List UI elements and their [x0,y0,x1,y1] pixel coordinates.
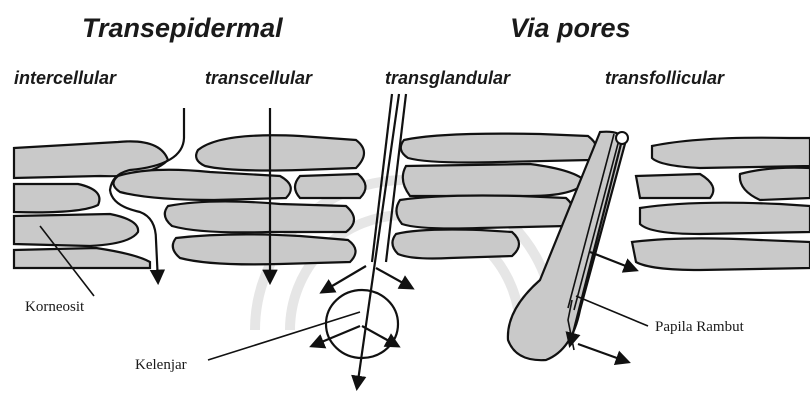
corneocyte [173,234,356,264]
corneocyte [113,170,290,200]
heading-via-pores: Via pores [510,13,631,43]
corneocyte [632,238,810,270]
corneocyte [401,134,597,163]
route-transglandular: transglandular [385,68,511,88]
corneocyte [396,196,574,229]
corneocyte [14,248,150,268]
label-korneosit: Korneosit [25,299,85,315]
papila-rambut-leader [576,296,648,326]
stratum-corneum-left [14,135,366,268]
corneocyte [403,164,586,196]
corneocyte [14,214,138,246]
corneocyte [196,135,364,170]
route-intercellular: intercellular [14,68,117,88]
stratum-corneum-right [632,138,810,270]
corneocyte [165,201,354,232]
corneocyte [640,203,810,234]
route-transcellular: transcellular [205,68,313,88]
hair-shaft-top [616,132,628,144]
corneocyte [14,184,99,212]
corneocyte [636,174,713,198]
corneocyte [652,138,810,168]
corneocyte [295,174,366,198]
label-papila-rambut: Papila Rambut [655,319,745,335]
heading-transepidermal: Transepidermal [82,13,283,43]
corneocyte [740,168,810,200]
label-kelenjar: Kelenjar [135,357,187,373]
route-transfollicular: transfollicular [605,68,725,88]
corneocyte [392,230,519,259]
